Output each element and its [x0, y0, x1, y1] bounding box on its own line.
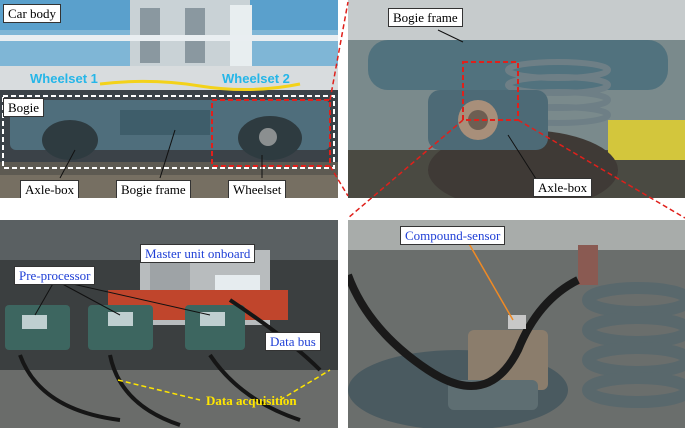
axle-box-illustration [348, 0, 685, 198]
photo-axle-box-closeup: Bogie frame Axle-box [348, 0, 685, 198]
label-data-acquisition: Data acquisition [206, 393, 297, 408]
photo-compound-sensor: Compound-sensor [348, 220, 685, 428]
photo-data-acquisition: Pre-processor Master unit onboard Data b… [0, 220, 338, 428]
label-master-unit: Master unit onboard [140, 244, 256, 263]
label-wheelset-1: Wheelset 1 [30, 71, 98, 86]
label-pre-processor: Pre-processor [14, 266, 96, 285]
sensor-location-outline [462, 61, 519, 121]
label-wheelset-2: Wheelset 2 [222, 71, 290, 86]
label-wheelset: Wheelset [228, 180, 287, 198]
compound-sensor-illustration [348, 220, 685, 428]
label-compound-sensor: Compound-sensor [400, 226, 506, 245]
bogie-outline [2, 95, 335, 169]
label-bogie: Bogie [3, 98, 45, 117]
photo-bogie-overview: Car body Wheelset 1 Wheelset 2 Bogie Axl… [0, 0, 338, 198]
label-axle-box-tr: Axle-box [533, 178, 593, 197]
label-bogie-frame-tr: Bogie frame [388, 8, 463, 27]
label-axle-box-tl: Axle-box [20, 180, 80, 198]
wheelset-outline [211, 99, 331, 167]
label-bogie-frame-tl: Bogie frame [116, 180, 191, 198]
label-car-body: Car body [3, 4, 62, 23]
bogie-overview-illustration [0, 0, 338, 198]
label-data-bus: Data bus [265, 332, 321, 351]
